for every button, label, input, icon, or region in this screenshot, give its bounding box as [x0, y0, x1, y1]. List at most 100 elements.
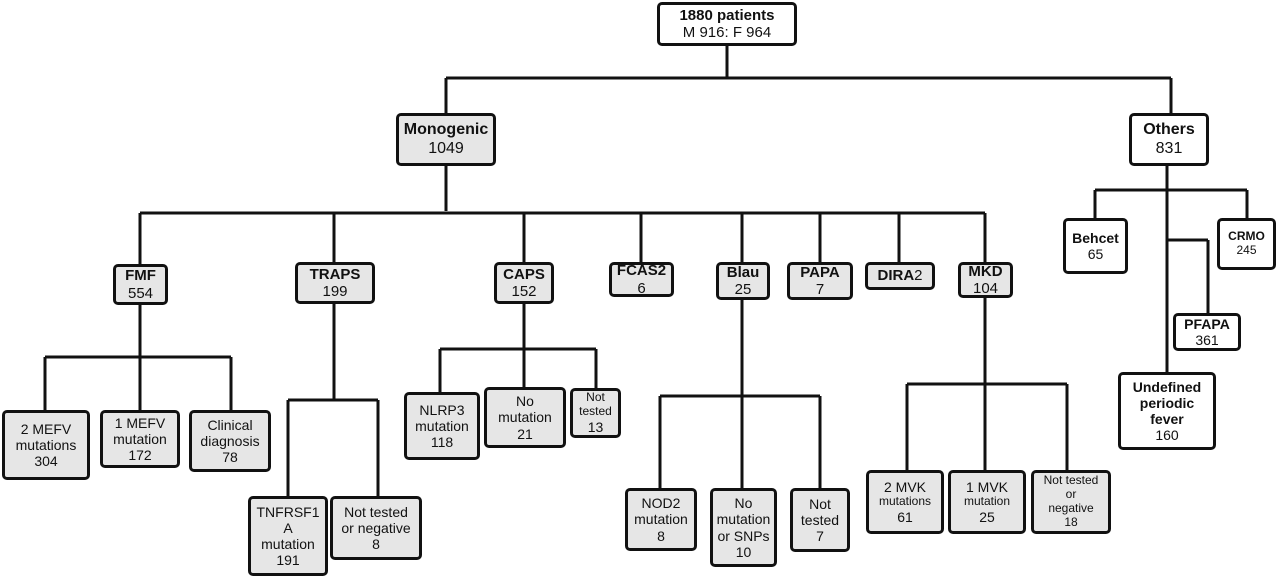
- node-text: 2 MVK: [883, 479, 926, 495]
- fmf-count: 554: [127, 284, 154, 302]
- root-title: 1880 patients: [679, 6, 775, 24]
- root-sex-ratio: M 916: F 964: [682, 24, 772, 41]
- node-text: NOD2: [641, 495, 681, 512]
- blau-title: Blau: [726, 263, 760, 281]
- papa-node: PAPA 7: [787, 262, 853, 300]
- node-text: mutations: [878, 494, 932, 509]
- papa-count: 7: [815, 281, 825, 298]
- fmf-child-clinical: Clinical diagnosis 78: [189, 410, 271, 472]
- crmo-count: 245: [1236, 243, 1257, 257]
- traps-title: TRAPS: [309, 265, 361, 283]
- traps-child-not-tested: Not tested or negative 8: [330, 496, 422, 560]
- root-node: 1880 patients M 916: F 964: [657, 2, 797, 46]
- node-text: 1 MVK: [965, 479, 1008, 495]
- pfapa-count: 361: [1195, 332, 1219, 348]
- node-text: mutation: [498, 409, 552, 426]
- node-text: Not: [809, 495, 831, 512]
- node-count: 304: [34, 453, 58, 470]
- node-text: mutation: [261, 536, 315, 552]
- behcet-node: Behcet 65: [1063, 218, 1128, 274]
- behcet-count: 65: [1087, 246, 1104, 262]
- others-count: 831: [1155, 139, 1183, 157]
- traps-count: 199: [322, 283, 348, 300]
- pfapa-title: PFAPA: [1184, 315, 1230, 332]
- node-count: 8: [372, 536, 380, 553]
- caps-child-no-mutation: No mutation 21: [484, 387, 566, 448]
- traps-node: TRAPS 199: [295, 262, 375, 304]
- caps-child-not-tested: Not tested 13: [570, 388, 621, 438]
- node-count: 61: [897, 508, 913, 525]
- node-count: 25: [979, 508, 995, 525]
- fcas2-count: 6: [637, 279, 646, 297]
- mkd-title: MKD: [968, 262, 1003, 280]
- dira-count: 2: [914, 267, 923, 285]
- node-text: or negative: [341, 519, 411, 536]
- node-count: 21: [517, 425, 533, 442]
- mkd-count: 104: [972, 280, 999, 297]
- caps-child-nlrp3: NLRP3 mutation 118: [404, 392, 480, 460]
- behcet-title: Behcet: [1072, 229, 1119, 246]
- caps-node: CAPS 152: [494, 262, 554, 304]
- fcas2-node: FCAS2 6: [609, 262, 674, 297]
- node-text: mutation: [113, 430, 167, 447]
- node-text: A: [283, 519, 293, 536]
- monogenic-count: 1049: [428, 139, 464, 157]
- node-text: Undefined: [1132, 378, 1202, 395]
- node-text: Not: [586, 390, 605, 405]
- blau-node: Blau 25: [716, 262, 770, 300]
- node-text: tested: [800, 511, 840, 528]
- node-text: Not tested: [1043, 473, 1099, 488]
- node-text: 1 MEFV: [114, 414, 166, 431]
- papa-title: PAPA: [800, 263, 840, 281]
- dira-title: DIRA: [877, 267, 915, 285]
- node-count: 13: [587, 418, 604, 435]
- fmf-node: FMF 554: [113, 264, 168, 305]
- node-count: 172: [128, 447, 152, 464]
- mkd-child-2-mvk: 2 MVK mutations 61: [866, 470, 944, 534]
- node-text: negative: [1048, 501, 1094, 515]
- node-count: 18: [1064, 514, 1078, 529]
- mkd-child-1-mvk: 1 MVK mutation 25: [948, 470, 1026, 534]
- node-text: mutation: [634, 511, 688, 528]
- others-title: Others: [1143, 121, 1195, 139]
- node-count: 7: [816, 528, 824, 545]
- fcas2-title: FCAS2: [616, 262, 667, 280]
- caps-title: CAPS: [503, 265, 545, 283]
- node-text: fever: [1150, 411, 1184, 427]
- undefined-periodic-fever-node: Undefined periodic fever 160: [1118, 372, 1216, 450]
- crmo-node: CRMO 245: [1217, 218, 1276, 270]
- node-text: mutation: [716, 511, 771, 528]
- node-count: 78: [222, 449, 238, 466]
- node-count: 10: [735, 543, 752, 560]
- mkd-node: MKD 104: [958, 262, 1013, 298]
- node-count: 118: [430, 434, 454, 451]
- node-text: mutation: [415, 417, 469, 434]
- blau-child-nod2: NOD2 mutation 8: [625, 488, 697, 551]
- node-text: or: [1065, 487, 1077, 502]
- node-count: 8: [657, 527, 665, 544]
- fmf-title: FMF: [125, 267, 156, 285]
- caps-count: 152: [511, 283, 537, 300]
- node-text: TNFRSF1: [256, 503, 320, 520]
- node-text: mutations: [15, 436, 77, 453]
- node-text: or SNPs: [717, 527, 770, 544]
- node-count: 160: [1155, 427, 1179, 444]
- blau-count: 25: [734, 281, 752, 298]
- mkd-child-not-tested: Not tested or negative 18: [1031, 470, 1111, 534]
- crmo-title: CRMO: [1228, 229, 1265, 244]
- node-text: tested: [579, 403, 612, 418]
- node-count: 191: [276, 552, 300, 569]
- node-text: NLRP3: [419, 401, 465, 418]
- fmf-child-2-mefv: 2 MEFV mutations 304: [2, 410, 90, 480]
- monogenic-title: Monogenic: [403, 121, 489, 139]
- monogenic-node: Monogenic 1049: [396, 113, 496, 166]
- pfapa-node: PFAPA 361: [1173, 313, 1241, 351]
- node-text: No: [516, 393, 534, 410]
- node-text: Clinical: [207, 416, 253, 433]
- node-text: periodic: [1139, 394, 1195, 411]
- blau-child-not-tested: Not tested 7: [790, 488, 850, 552]
- node-text: mutation: [963, 494, 1011, 509]
- blau-child-no-mutation: No mutation or SNPs 10: [710, 488, 777, 567]
